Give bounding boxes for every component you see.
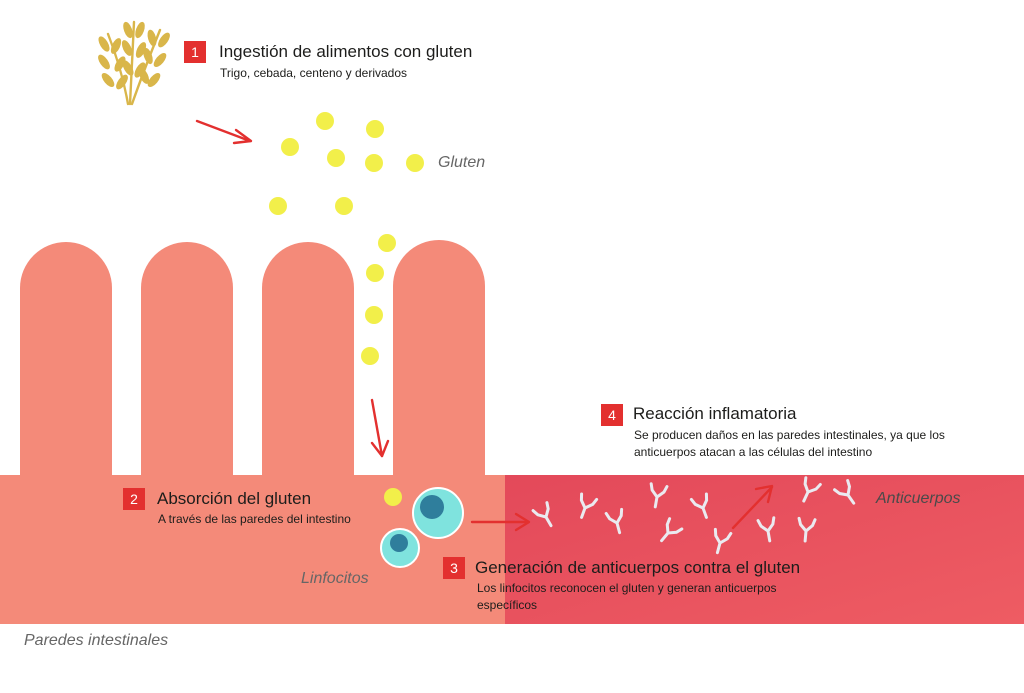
gluten-particle [335, 197, 353, 215]
arrows [195, 119, 774, 532]
gluten-particle [269, 197, 287, 215]
antibody-icon [797, 516, 817, 543]
step-title: Absorción del gluten [157, 489, 312, 508]
villus-1 [20, 242, 112, 476]
gluten-particle [316, 112, 334, 130]
gluten-particle [365, 154, 383, 172]
step-description: A través de las paredes del intestino [158, 512, 351, 526]
arrow-absorption [370, 398, 390, 458]
gluten-particle [365, 306, 383, 324]
step-description: Trigo, cebada, centeno y derivados [220, 66, 408, 80]
gluten-particle [366, 264, 384, 282]
antibody-icon [649, 482, 669, 509]
antibody-icon [802, 476, 822, 503]
antibody-icon [756, 516, 776, 543]
step-number-badge: 2 [123, 488, 145, 510]
arrow-ingestion [195, 119, 253, 145]
villus-2 [141, 242, 233, 476]
step-number-badge: 1 [184, 41, 206, 63]
antibody-icon [713, 527, 733, 555]
gluten-particle [378, 234, 396, 252]
antibody-icon [833, 479, 856, 505]
gluten-particle [327, 149, 345, 167]
gluten-particle [361, 347, 379, 365]
arrow-antibodies [470, 512, 531, 532]
villus-3 [262, 242, 354, 476]
villus-4 [393, 240, 485, 476]
antibodies [531, 476, 856, 555]
label-paredes-intestinales: Paredes intestinales [24, 632, 169, 649]
step-number-badge: 4 [601, 404, 623, 426]
lymphocytes [380, 487, 464, 568]
step-title: Generación de anticuerpos contra el glut… [475, 558, 801, 577]
inflamed-zone [505, 475, 1024, 624]
wheat-icon [98, 20, 170, 106]
arrow-inflammation [731, 484, 774, 530]
gluten-particles [269, 112, 424, 506]
gluten-particle [406, 154, 424, 172]
step-description: Se producen daños en las paredes intesti… [634, 428, 945, 459]
antibody-icon [660, 517, 684, 543]
label-anticuerpos: Anticuerpos [876, 490, 961, 507]
label-gluten: Gluten [438, 154, 486, 171]
step-title: Reacción inflamatoria [633, 404, 797, 423]
antibody-icon [579, 492, 599, 519]
gluten-particle [366, 120, 384, 138]
step-number-badge: 3 [443, 557, 465, 579]
antibody-icon [531, 501, 553, 528]
antibody-icon [689, 492, 709, 519]
antibody-icon [604, 507, 624, 535]
step-title: Ingestión de alimentos con gluten [219, 42, 473, 61]
intestinal-villi [20, 240, 485, 476]
label-linfocitos: Linfocitos [301, 570, 369, 587]
gluten-particle [384, 488, 402, 506]
lymphocyte [380, 528, 420, 568]
step-description: Los linfocitos reconocen el gluten y gen… [477, 581, 777, 612]
lymphocyte [412, 487, 464, 539]
gluten-particle [281, 138, 299, 156]
